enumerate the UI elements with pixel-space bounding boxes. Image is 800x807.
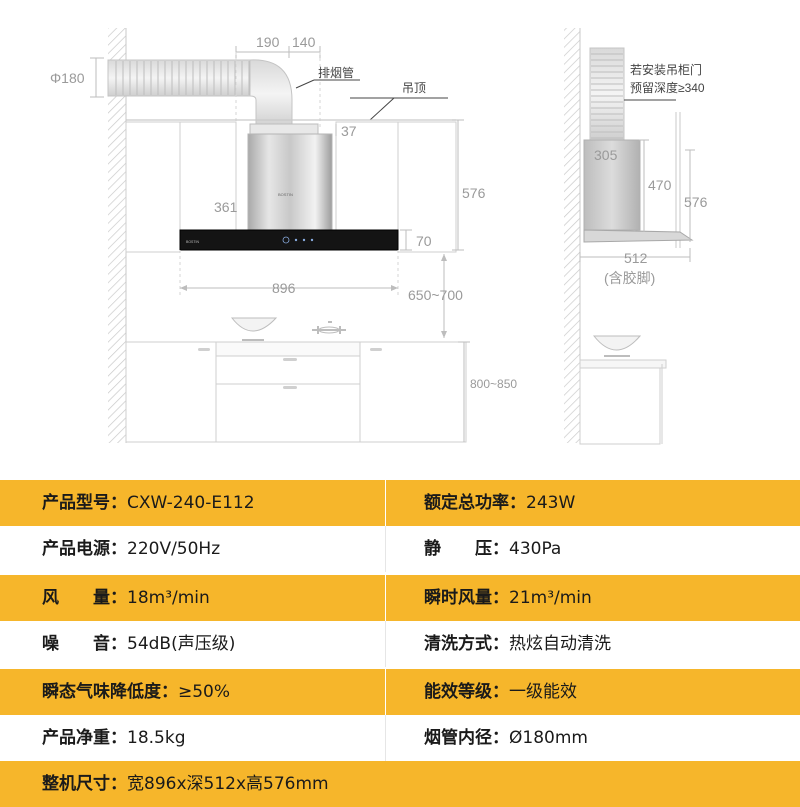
dim-140: 140 — [292, 34, 316, 50]
dim-800-850: 800~850 — [470, 377, 517, 391]
spec-cell-right: 额定总功率：243W — [424, 480, 575, 526]
spec-value: ≥50% — [178, 682, 231, 702]
spec-label: 能效等级： — [424, 682, 509, 702]
exhaust-pipe-callout: 排烟管 — [318, 65, 354, 80]
spec-divider — [385, 715, 386, 761]
spec-row: 产品净重：18.5kg 烟管内径：Ø180mm — [0, 715, 800, 761]
spec-divider — [385, 480, 386, 526]
spec-cell-left: 噪 音：54dB(声压级) — [42, 621, 235, 667]
spec-cell-left: 风 量：18m³/min — [42, 575, 210, 621]
spec-divider — [385, 575, 386, 621]
side-hood-chimney — [583, 139, 641, 231]
spec-label: 产品净重： — [42, 728, 127, 748]
dim-576-front: 576 — [462, 185, 486, 201]
power-button-icon — [282, 236, 290, 244]
spec-row: 产品型号：CXW-240-E112 额定总功率：243W — [0, 480, 800, 526]
base-cabinet — [125, 341, 467, 443]
spec-value: 243W — [526, 493, 576, 513]
spec-cell-right: 瞬时风量：21m³/min — [424, 575, 592, 621]
spec-cell-left: 产品型号：CXW-240-E112 — [42, 480, 255, 526]
spec-cell-right: 清洗方式：热炫自动清洗 — [424, 621, 611, 667]
burner-icon — [312, 321, 346, 334]
spec-row: 瞬态气味降低度：≥50% 能效等级：一级能效 — [0, 669, 800, 715]
spec-value: 18m³/min — [127, 588, 210, 608]
spec-label: 瞬时风量： — [424, 588, 509, 608]
spec-value: Ø180mm — [509, 728, 588, 748]
dim-305: 305 — [594, 147, 618, 163]
spec-label: 噪 音： — [42, 634, 127, 654]
spec-cell-left: 瞬态气味降低度：≥50% — [42, 669, 230, 715]
spec-cell-right: 烟管内径：Ø180mm — [424, 715, 588, 761]
spec-divider — [385, 526, 386, 572]
spec-value: 18.5kg — [127, 728, 186, 748]
upper-cabinet-left — [125, 121, 181, 253]
side-base-cabinet — [579, 367, 661, 445]
spec-value: 430Pa — [509, 539, 562, 559]
duct-diameter-label: Φ180 — [50, 70, 85, 86]
side-wok-icon — [592, 335, 642, 351]
spec-label: 产品电源： — [42, 539, 127, 559]
spec-cell-right: 静 压：430Pa — [424, 526, 561, 572]
dim-190: 190 — [256, 34, 280, 50]
installation-diagram: Φ180 190 140 排烟管 吊顶 BOSTIN BOSTIN 37 576… — [50, 28, 708, 445]
spec-divider — [385, 669, 386, 715]
spec-row: 风 量：18m³/min 瞬时风量：21m³/min — [0, 575, 800, 621]
side-exhaust-duct — [589, 47, 625, 141]
spec-cell-right: 能效等级：一级能效 — [424, 669, 577, 715]
spec-label: 烟管内径： — [424, 728, 509, 748]
spec-label: 产品型号： — [42, 493, 127, 513]
wall-hatch — [108, 28, 126, 443]
dim-361: 361 — [214, 199, 238, 215]
dim-470: 470 — [648, 177, 672, 193]
spec-label: 清洗方式： — [424, 634, 509, 654]
dim-576-side: 576 — [684, 194, 708, 210]
panel-brand-mark: BOSTIN — [186, 240, 200, 244]
wok-icon — [230, 317, 278, 332]
side-wall-hatch — [564, 28, 580, 443]
spec-value: 21m³/min — [509, 588, 592, 608]
spec-label: 瞬态气味降低度： — [42, 682, 178, 702]
spec-value: 宽896x深512x高576mm — [127, 774, 329, 794]
spec-value: CXW-240-E112 — [127, 493, 255, 513]
spec-value: 一级能效 — [509, 682, 577, 702]
spec-cell-left: 产品电源：220V/50Hz — [42, 526, 220, 572]
spec-value: 54dB(声压级) — [127, 634, 236, 654]
spec-label: 整机尺寸： — [42, 774, 127, 794]
cabinet-note-line1: 若安装吊柜门 — [630, 62, 702, 77]
spec-row: 整机尺寸：宽896x深512x高576mm — [0, 761, 800, 807]
dim-37: 37 — [341, 123, 357, 139]
brand-mark: BOSTIN — [278, 192, 293, 197]
side-hood-panel — [583, 229, 694, 243]
spec-cell-left: 整机尺寸：宽896x深512x高576mm — [42, 761, 329, 807]
incl-rubber-feet: (含胶脚) — [604, 270, 655, 286]
dim-512: 512 — [624, 250, 648, 266]
dim-70: 70 — [416, 233, 432, 249]
spec-label: 静 压： — [424, 539, 509, 559]
hood-chimney — [247, 133, 333, 231]
spec-divider — [385, 621, 386, 667]
spec-value: 220V/50Hz — [127, 539, 221, 559]
spec-row: 噪 音：54dB(声压级) 清洗方式：热炫自动清洗 — [0, 621, 800, 667]
spec-cell-left: 产品净重：18.5kg — [42, 715, 186, 761]
hood-chimney-collar — [249, 123, 319, 135]
dim-650-700: 650~700 — [408, 287, 463, 303]
spec-value: 热炫自动清洗 — [509, 634, 611, 654]
spec-label: 风 量： — [42, 588, 127, 608]
spec-row: 产品电源：220V/50Hz 静 压：430Pa — [0, 526, 800, 572]
cabinet-note-line2: 预留深度≥340 — [630, 80, 705, 95]
exhaust-duct — [107, 59, 293, 129]
ceiling-callout: 吊顶 — [402, 81, 426, 95]
spec-label: 额定总功率： — [424, 493, 526, 513]
dim-896: 896 — [272, 280, 296, 296]
